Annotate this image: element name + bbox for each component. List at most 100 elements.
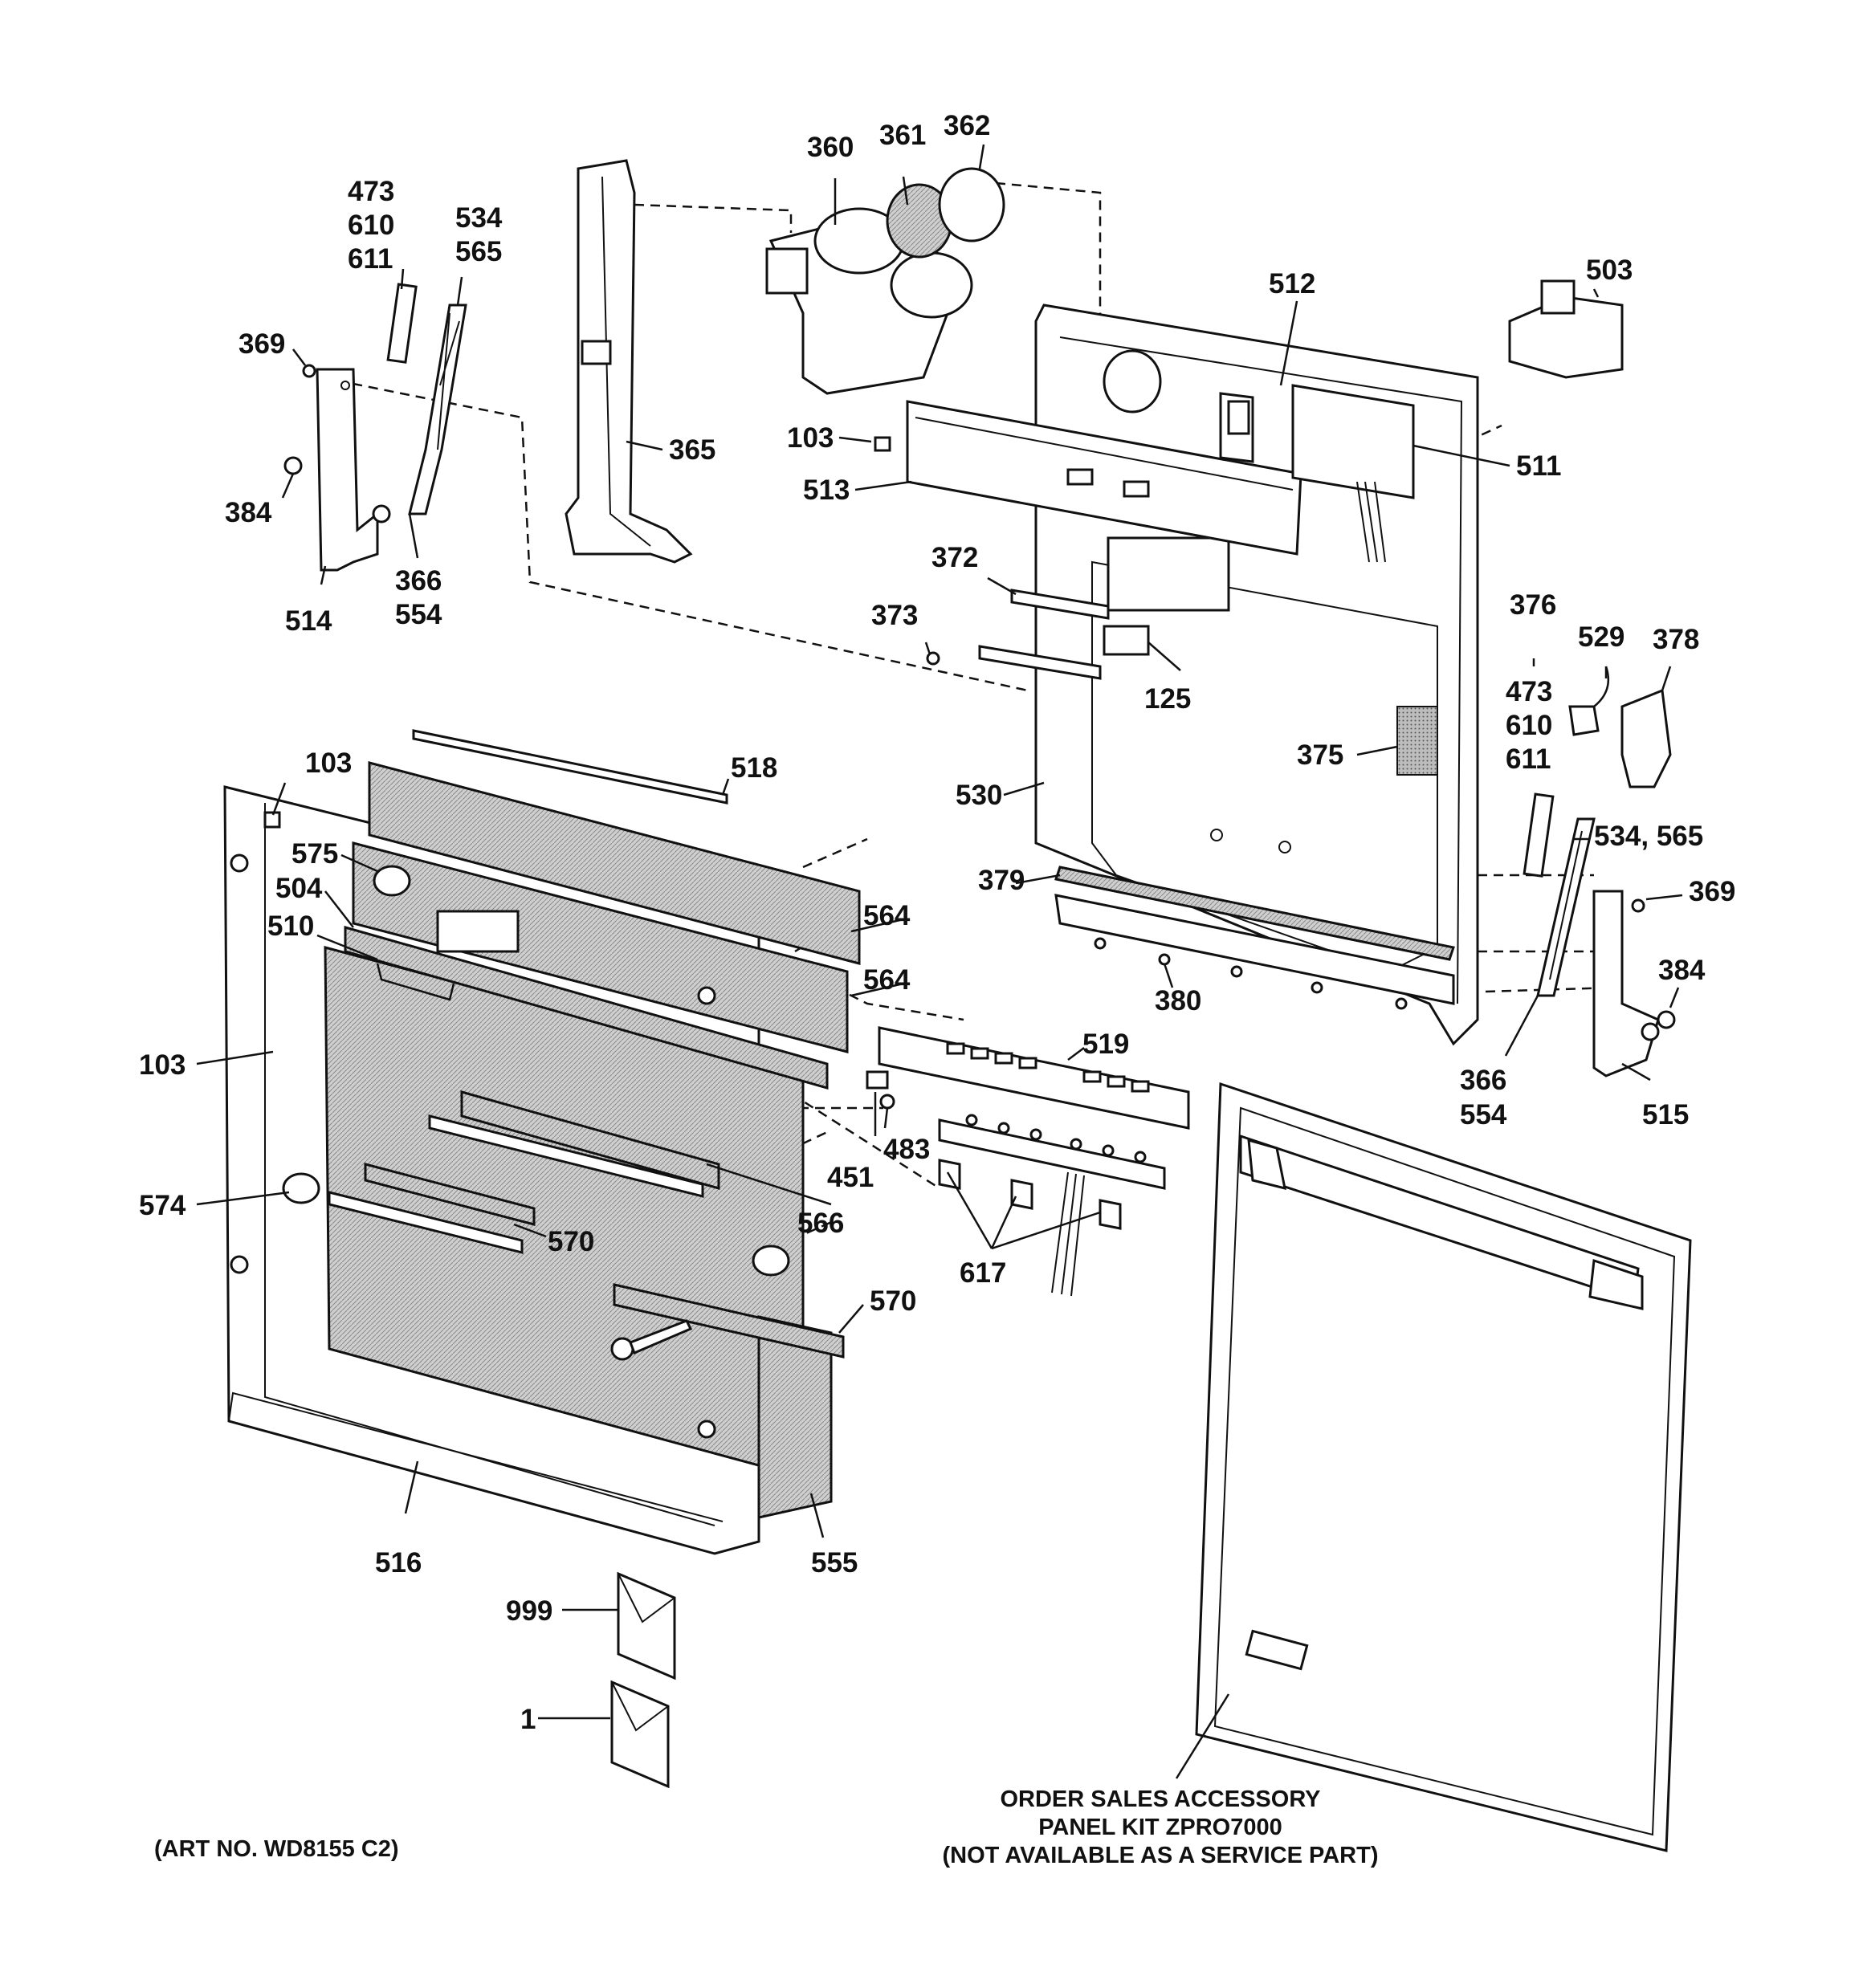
clip-103-top: [874, 436, 891, 452]
label-611-left: 611: [348, 243, 393, 275]
label-534-left: 534: [455, 202, 503, 234]
channel-566: [428, 1090, 720, 1198]
label-610-right: 610: [1506, 710, 1552, 741]
control-panel: [878, 1026, 1190, 1130]
label-473-left: 473: [348, 176, 394, 207]
label-483: 483: [883, 1134, 930, 1165]
label-369-left: 369: [238, 328, 285, 360]
part-labels: 360 361 362 473 610 611 534 565 369 384 …: [139, 110, 1735, 1735]
label-378: 378: [1653, 624, 1699, 655]
screw-483: [879, 1094, 895, 1110]
label-554-right: 554: [1460, 1099, 1507, 1130]
label-565-left: 565: [455, 236, 502, 267]
label-516: 516: [375, 1547, 422, 1579]
label-1: 1: [520, 1704, 536, 1735]
handle-510: [376, 910, 520, 1001]
hinge-bracket-right: [1592, 890, 1660, 1078]
label-373: 373: [871, 600, 918, 631]
washer-384-right: [1657, 1010, 1676, 1029]
label-510: 510: [267, 910, 314, 942]
hinge-spring-right: [1536, 817, 1596, 997]
control-board: [1291, 384, 1415, 563]
label-513: 513: [803, 475, 850, 506]
screw-369-left: [302, 364, 316, 378]
label-564-top: 564: [863, 900, 911, 931]
label-515: 515: [1642, 1099, 1689, 1130]
label-554-left: 554: [395, 599, 442, 630]
label-103-top: 103: [787, 422, 834, 454]
label-611-right: 611: [1506, 743, 1551, 775]
label-379: 379: [978, 865, 1025, 896]
insulation-top: [368, 729, 861, 965]
accessory-note: ORDER SALES ACCESSORY PANEL KIT ZPRO7000…: [943, 1786, 1379, 1868]
label-518: 518: [731, 752, 777, 784]
label-372: 372: [931, 542, 978, 573]
link-rod-left: [386, 283, 418, 364]
door-latch-switch: [1508, 279, 1624, 379]
thermal-fuse-wire: [1568, 666, 1610, 736]
fan-assembly: [765, 167, 1005, 395]
label-103-frame: 103: [305, 748, 352, 779]
hinge-bracket-left: [316, 368, 391, 572]
link-rod-right: [1523, 792, 1555, 878]
label-366-right: 366: [1460, 1065, 1506, 1096]
leader-lines: [196, 144, 1683, 1779]
hinge-spring-left: [408, 303, 467, 515]
label-369-right: 369: [1689, 876, 1735, 907]
envelope-999: [617, 1571, 676, 1680]
accessory-note-line1: ORDER SALES ACCESSORY: [1000, 1786, 1320, 1812]
label-574: 574: [139, 1190, 186, 1221]
label-360: 360: [807, 132, 854, 163]
relay-module: [1219, 392, 1254, 463]
label-376: 376: [1510, 589, 1556, 621]
label-570-mid: 570: [548, 1226, 594, 1257]
clip-103-frame: [263, 811, 281, 829]
accessory-note-line3: (NOT AVAILABLE AS A SERVICE PART): [943, 1843, 1379, 1868]
label-575: 575: [291, 838, 338, 870]
label-511: 511: [1516, 450, 1561, 482]
wire-clamps: [926, 589, 1150, 680]
label-512: 512: [1269, 268, 1315, 299]
strip-504: [344, 926, 829, 1090]
label-451: 451: [827, 1162, 874, 1193]
label-529: 529: [1578, 621, 1624, 653]
label-361: 361: [879, 120, 926, 151]
clips-617: [938, 1159, 1122, 1230]
label-375: 375: [1297, 739, 1343, 771]
label-365: 365: [669, 434, 715, 466]
label-103-side: 103: [139, 1049, 185, 1081]
label-125: 125: [1144, 683, 1191, 715]
envelope-1: [610, 1680, 670, 1789]
label-566: 566: [797, 1208, 844, 1239]
label-514: 514: [285, 605, 332, 637]
label-362: 362: [944, 110, 990, 141]
washer-384-left: [283, 456, 303, 475]
screw-369-right: [1631, 898, 1645, 913]
label-384-left: 384: [225, 497, 272, 528]
bracket-451: [866, 1070, 889, 1090]
bumpers: [282, 865, 790, 1277]
label-473-right: 473: [1506, 676, 1552, 707]
vent-duct: [565, 159, 693, 564]
label-519: 519: [1082, 1029, 1129, 1060]
switch-board: [938, 1114, 1166, 1297]
strip-570-lower: [613, 1283, 845, 1359]
keyholes: [230, 853, 716, 1439]
channel-570-mid: [328, 1163, 536, 1254]
control-bracket: [906, 400, 1302, 556]
label-380: 380: [1155, 985, 1201, 1016]
screw-long: [610, 1319, 693, 1361]
insulation-pad-564: [352, 841, 849, 1053]
label-564-mid: 564: [863, 964, 911, 996]
label-570-lower: 570: [870, 1285, 916, 1317]
label-504: 504: [275, 873, 323, 904]
accessory-note-line2: PANEL KIT ZPRO7000: [1038, 1815, 1282, 1840]
accessory-door-panel: [1195, 1082, 1692, 1852]
label-503: 503: [1586, 255, 1633, 286]
label-999: 999: [506, 1595, 552, 1627]
art-number: (ART NO. WD8155 C2): [154, 1836, 399, 1862]
label-610-left: 610: [348, 210, 394, 241]
label-366-left: 366: [395, 565, 442, 597]
switch-cover: [1620, 688, 1672, 788]
